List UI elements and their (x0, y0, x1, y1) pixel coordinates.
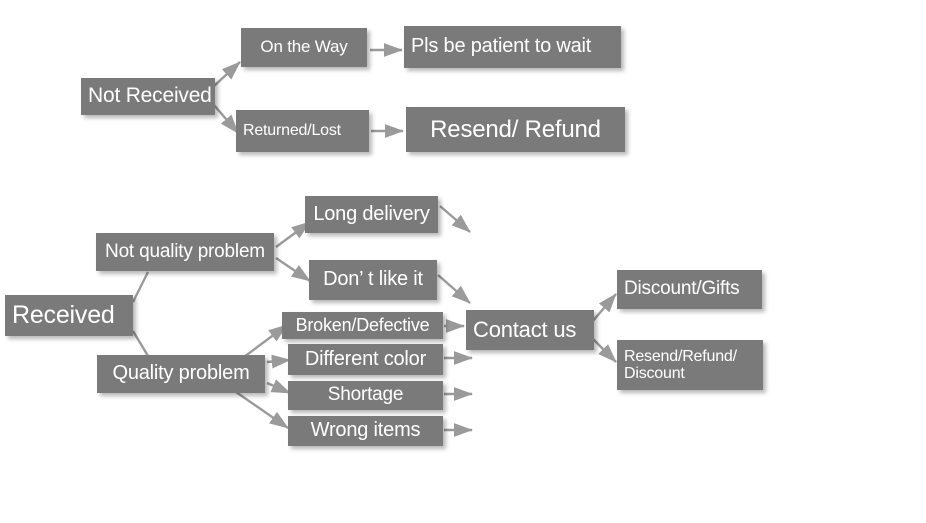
connector-contact-us-to-resend-refund-disc (591, 337, 617, 363)
node-label: Received (12, 301, 115, 329)
connector-contact-us-to-discount-gifts (591, 293, 617, 323)
connector-not-quality-to-dont-like-it (275, 257, 311, 282)
node-long-delivery[interactable]: Long delivery (305, 196, 438, 233)
node-resend-refund[interactable]: Resend/ Refund (406, 107, 625, 152)
node-label: Discount/Gifts (624, 278, 740, 300)
node-label: Different color (304, 347, 427, 370)
node-label: Returned/Lost (243, 122, 341, 140)
node-on-the-way[interactable]: On the Way (241, 28, 367, 67)
connector-received-to-quality (131, 330, 150, 357)
node-dont-like-it[interactable]: Don’ t like it (309, 260, 437, 300)
node-quality[interactable]: Quality problem (97, 355, 265, 393)
node-wrong-items[interactable]: Wrong items (288, 416, 443, 446)
node-label: Pls be patient to wait (411, 35, 592, 58)
node-different-color[interactable]: Different color (288, 344, 443, 375)
node-label: Don’ t like it (323, 268, 423, 291)
node-label: Not quality problem (105, 240, 265, 262)
node-label: Contact us (473, 317, 577, 343)
node-not-quality[interactable]: Not quality problem (96, 233, 274, 271)
connector-long-delivery-to-contact-us (439, 205, 471, 233)
connector-quality-to-different-color (266, 354, 291, 369)
node-label: Quality problem (112, 362, 250, 385)
node-received[interactable]: Received (5, 295, 133, 336)
connector-dont-like-it-to-contact-us (437, 274, 471, 304)
node-label: Long delivery (313, 202, 430, 225)
node-returned-lost[interactable]: Returned/Lost (236, 110, 369, 152)
connector-quality-to-wrong-items (235, 391, 289, 429)
node-label: Resend/ Refund (430, 115, 601, 143)
node-label: Broken/Defective (295, 314, 430, 335)
connector-quality-to-shortage (266, 379, 291, 395)
connector-quality-to-broken-defective (243, 324, 288, 358)
connector-received-to-not-quality (131, 271, 150, 303)
node-shortage[interactable]: Shortage (288, 381, 443, 410)
node-contact-us[interactable]: Contact us (466, 310, 594, 350)
node-not-received[interactable]: Not Received (81, 78, 215, 115)
node-broken-defective[interactable]: Broken/Defective (282, 312, 443, 339)
connector-not-received-to-returned-lost (213, 104, 239, 134)
node-pls-be-patient[interactable]: Pls be patient to wait (404, 26, 621, 68)
node-resend-refund-disc[interactable]: Resend/Refund/ Discount (617, 340, 763, 390)
node-label: On the Way (260, 37, 348, 57)
node-discount-gifts[interactable]: Discount/Gifts (617, 270, 762, 309)
node-label: Resend/Refund/ Discount (624, 347, 737, 382)
node-label: Shortage (327, 384, 404, 406)
node-label: Not Received (88, 84, 212, 108)
node-label: Wrong items (310, 419, 421, 442)
connector-not-received-to-on-the-way (213, 61, 241, 87)
